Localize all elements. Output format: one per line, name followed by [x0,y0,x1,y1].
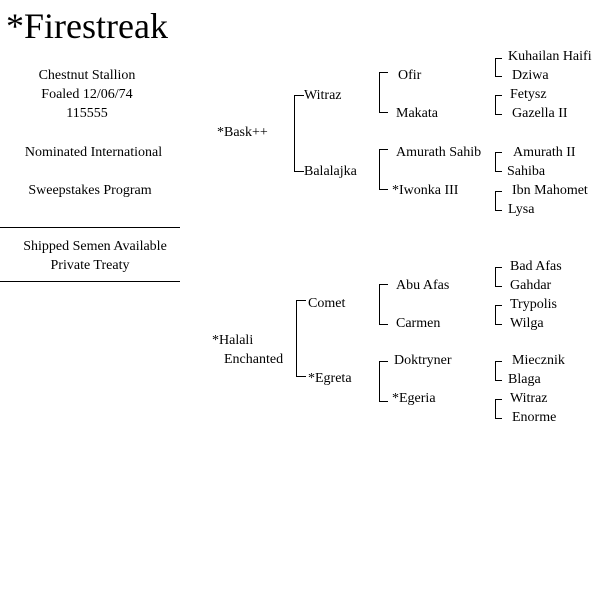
gen2-sire-dam: Balalajka [304,164,357,179]
gen2-dam-dam: *Egreta [308,371,352,386]
gen3-4: *Iwonka III [392,183,459,198]
gen4-16: Enorme [512,410,557,425]
gen3-1: Ofir [398,68,422,83]
gen3-6: Carmen [396,316,441,331]
gen2-sire-sire: Witraz [304,88,342,103]
gen4-6: Sahiba [507,164,546,179]
gen2-dam-sire: Comet [308,296,346,311]
registration-number: 115555 [66,106,108,121]
gen4-8: Lysa [508,202,535,217]
gen3-8: *Egeria [392,391,436,406]
program-line-2: Sweepstakes Program [28,183,152,198]
gen4-7: Ibn Mahomet [512,183,588,198]
page-title: *Firestreak [6,6,168,46]
gen4-1: Kuhailan Haifi [508,49,592,64]
gen3-7: Doktryner [394,353,452,368]
divider-bottom [0,281,180,282]
gen3-5: Abu Afas [396,278,450,293]
gen4-3: Fetysz [510,87,547,102]
gen4-5: Amurath II [513,145,576,160]
program-line-1: Nominated International [24,145,163,160]
gen4-14: Blaga [508,372,541,387]
gen4-13: Miecznik [512,353,565,368]
semen-availability: Shipped Semen Available [23,239,167,254]
color-sex: Chestnut Stallion [38,68,136,83]
gen3-2: Makata [396,106,438,121]
gen4-15: Witraz [510,391,548,406]
gen4-10: Gahdar [510,278,552,293]
sire-name: *Bask++ [217,125,268,140]
gen4-11: Trypolis [510,297,557,312]
gen4-4: Gazella II [512,106,568,121]
gen4-9: Bad Afas [510,259,562,274]
dam-name-line-2: Enchanted [224,352,284,367]
divider-top [0,227,180,228]
sale-terms: Private Treaty [50,258,130,273]
gen3-3: Amurath Sahib [396,145,482,160]
gen4-12: Wilga [510,316,544,331]
dam-name-line-1: *Halali [212,333,254,348]
gen4-2: Dziwa [512,68,549,83]
foaled-date: Foaled 12/06/74 [41,87,133,102]
